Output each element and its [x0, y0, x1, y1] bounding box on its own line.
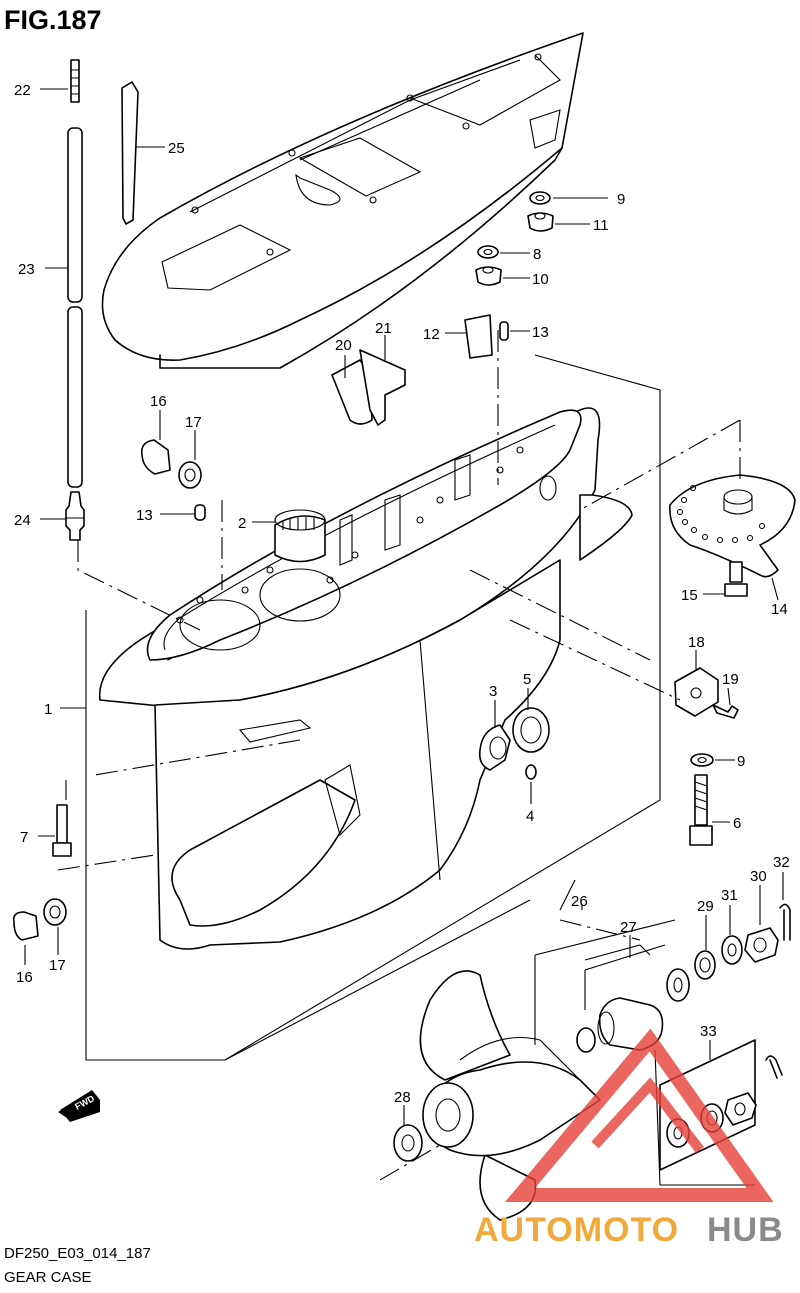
water-tube-fitting — [70, 59, 80, 103]
callout-21: 21 — [375, 320, 392, 337]
bolt-left — [52, 804, 72, 857]
callout-27: 27 — [620, 919, 637, 936]
locating-pin — [525, 764, 537, 780]
oil-drain-plug-lower — [12, 911, 39, 941]
callout-19: 19 — [722, 671, 739, 688]
callout-31: 31 — [721, 887, 738, 904]
thrust-washer — [393, 1124, 423, 1162]
callout-labels: 22 25 23 24 16 17 13 2 20 21 12 13 9 11 … — [14, 82, 790, 1106]
figure-caption: GEAR CASE — [4, 1269, 92, 1286]
forward-direction-badge: FWD — [58, 1090, 100, 1122]
watermark-logo — [504, 1028, 774, 1202]
callout-9-upper: 9 — [617, 191, 625, 208]
callout-17-lower: 17 — [49, 957, 66, 974]
centerlines — [57, 330, 741, 1181]
figure-title: FIG.187 — [4, 5, 102, 35]
callout-20: 20 — [335, 337, 352, 354]
watermark-text-secondary: HUB — [707, 1211, 784, 1249]
callout-15: 15 — [681, 587, 698, 604]
callout-5: 5 — [523, 671, 531, 688]
gasket-lower — [43, 898, 67, 926]
dowel-pin — [194, 504, 206, 521]
callout-6: 6 — [733, 815, 741, 832]
callout-16-lower: 16 — [16, 969, 33, 986]
callout-3: 3 — [489, 683, 497, 700]
callout-28: 28 — [394, 1089, 411, 1106]
callout-18: 18 — [688, 634, 705, 651]
anode-bolt — [712, 704, 739, 719]
callout-32: 32 — [773, 854, 790, 871]
water-pump-housing — [331, 349, 406, 426]
cable-tie — [121, 81, 139, 225]
callout-24: 24 — [14, 512, 31, 529]
shift-rod-guide — [478, 724, 511, 771]
callout-4: 4 — [526, 808, 534, 825]
callout-26: 26 — [571, 893, 588, 910]
callout-11: 11 — [593, 217, 609, 234]
callout-33: 33 — [700, 1023, 717, 1040]
callout-14: 14 — [771, 601, 788, 618]
water-tube — [67, 127, 83, 488]
zinc-anode — [674, 667, 719, 717]
watermark-text-primary: AUTOMOTO — [474, 1211, 679, 1249]
gasket-upper — [178, 461, 202, 489]
oil-level-plug-upper — [140, 439, 171, 475]
tube-grommet — [65, 491, 85, 541]
trim-tab-anode-pin — [464, 314, 509, 359]
callout-16-upper: 16 — [150, 393, 167, 410]
callout-17-upper: 17 — [185, 414, 202, 431]
washers-and-nuts-upper — [475, 191, 554, 286]
callout-13-right: 13 — [532, 324, 549, 341]
callout-8: 8 — [533, 246, 541, 263]
callout-25: 25 — [168, 140, 185, 157]
callout-9-lower: 9 — [737, 753, 745, 770]
cotter-pin — [779, 903, 791, 941]
callout-1: 1 — [44, 701, 52, 718]
top-cover-plate — [101, 32, 584, 369]
leader-lines — [24, 88, 784, 1125]
propeller — [419, 970, 601, 1221]
callout-22: 22 — [14, 82, 31, 99]
callout-29: 29 — [697, 898, 714, 915]
callout-13-left: 13 — [136, 507, 153, 524]
callout-30: 30 — [750, 868, 767, 885]
gear-case-top-face — [146, 409, 582, 661]
oil-seal-bearing — [512, 707, 550, 753]
gear-case-housing — [98, 407, 633, 950]
alt-hardware-inset — [659, 1039, 783, 1171]
callout-7: 7 — [20, 829, 28, 846]
callout-12: 12 — [423, 326, 440, 343]
callout-23: 23 — [18, 261, 35, 278]
callout-10: 10 — [532, 271, 549, 288]
propeller-nut — [744, 927, 779, 963]
trim-tab-bolt — [724, 561, 748, 597]
callout-2: 2 — [238, 515, 246, 532]
washer-lower — [690, 753, 714, 767]
housing-bolt — [689, 774, 713, 846]
spacer-washer — [666, 935, 743, 1002]
figure-code: DF250_E03_014_187 — [4, 1245, 151, 1262]
